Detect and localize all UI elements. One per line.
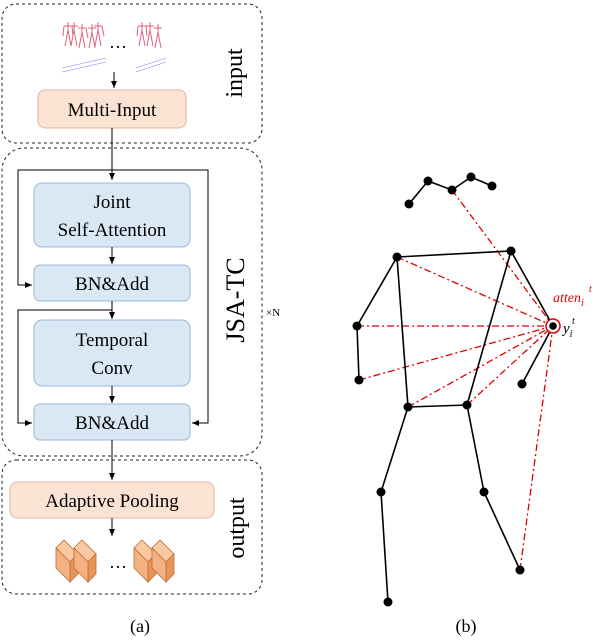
attention-line-left-hand xyxy=(358,325,554,381)
target-joint-marker xyxy=(545,318,561,334)
joint-left-hip xyxy=(403,402,413,412)
joint-left-shoulder xyxy=(392,252,402,262)
caption-a: (a) xyxy=(130,616,150,637)
feature-cubes-icon xyxy=(55,539,175,583)
bn-add-label-1: BN&Add xyxy=(75,274,149,295)
temporal-line2: Conv xyxy=(91,358,133,379)
joint-left-elbow xyxy=(352,321,362,331)
joint-head-5 xyxy=(487,181,497,191)
joint-right-hip xyxy=(462,400,472,410)
joint-sa-line2: Self-Attention xyxy=(58,220,167,241)
skeleton-joints xyxy=(352,172,527,607)
input-group-box xyxy=(1,3,263,144)
skeleton-ellipsis: … xyxy=(109,32,127,52)
panel-a: input … Multi-Input xyxy=(1,3,280,637)
output-group-box xyxy=(1,459,263,595)
temporal-line1: Temporal xyxy=(76,330,149,351)
joint-left-hand xyxy=(354,375,364,385)
joint-right-shoulder xyxy=(506,246,516,256)
joint-left-knee xyxy=(376,487,386,497)
jsatc-label: JSA-TC xyxy=(221,257,250,342)
atten-sup: t xyxy=(589,284,592,295)
input-label: input xyxy=(222,48,248,98)
attention-line-right-foot xyxy=(519,325,554,571)
output-label: output xyxy=(224,497,250,559)
attention-line-left-shoulder xyxy=(396,256,554,327)
joint-right-knee xyxy=(479,487,489,497)
skeleton-sequence-icon xyxy=(61,22,167,73)
y-label: yi xyxy=(561,321,573,340)
attention-line-head xyxy=(451,189,554,327)
repeat-count: ×N xyxy=(266,307,280,319)
joint-head-2 xyxy=(423,176,433,186)
caption-b: (b) xyxy=(456,616,477,637)
joint-right-foot xyxy=(515,565,525,575)
attention-line-right-hip xyxy=(466,325,554,406)
attention-line-left-hip xyxy=(407,325,554,408)
jsatc-group-box xyxy=(1,147,263,457)
bn-add-label-2: BN&Add xyxy=(75,413,149,434)
multi-input-label: Multi-Input xyxy=(68,100,157,121)
cubes-ellipsis: … xyxy=(109,552,127,572)
atten-label: atteni xyxy=(553,291,584,309)
joint-head-3 xyxy=(447,185,457,195)
joint-left-foot xyxy=(383,597,393,607)
joint-right-hand xyxy=(517,379,527,389)
adaptive-pooling-label: Adaptive Pooling xyxy=(45,491,179,512)
panel-b: atteni t yi t (b) xyxy=(352,172,592,637)
joint-sa-line1: Joint xyxy=(94,192,132,213)
joint-head-1 xyxy=(404,199,414,209)
skeleton-bones xyxy=(356,176,554,603)
joint-head-4 xyxy=(466,172,476,182)
y-sup: t xyxy=(572,316,575,327)
